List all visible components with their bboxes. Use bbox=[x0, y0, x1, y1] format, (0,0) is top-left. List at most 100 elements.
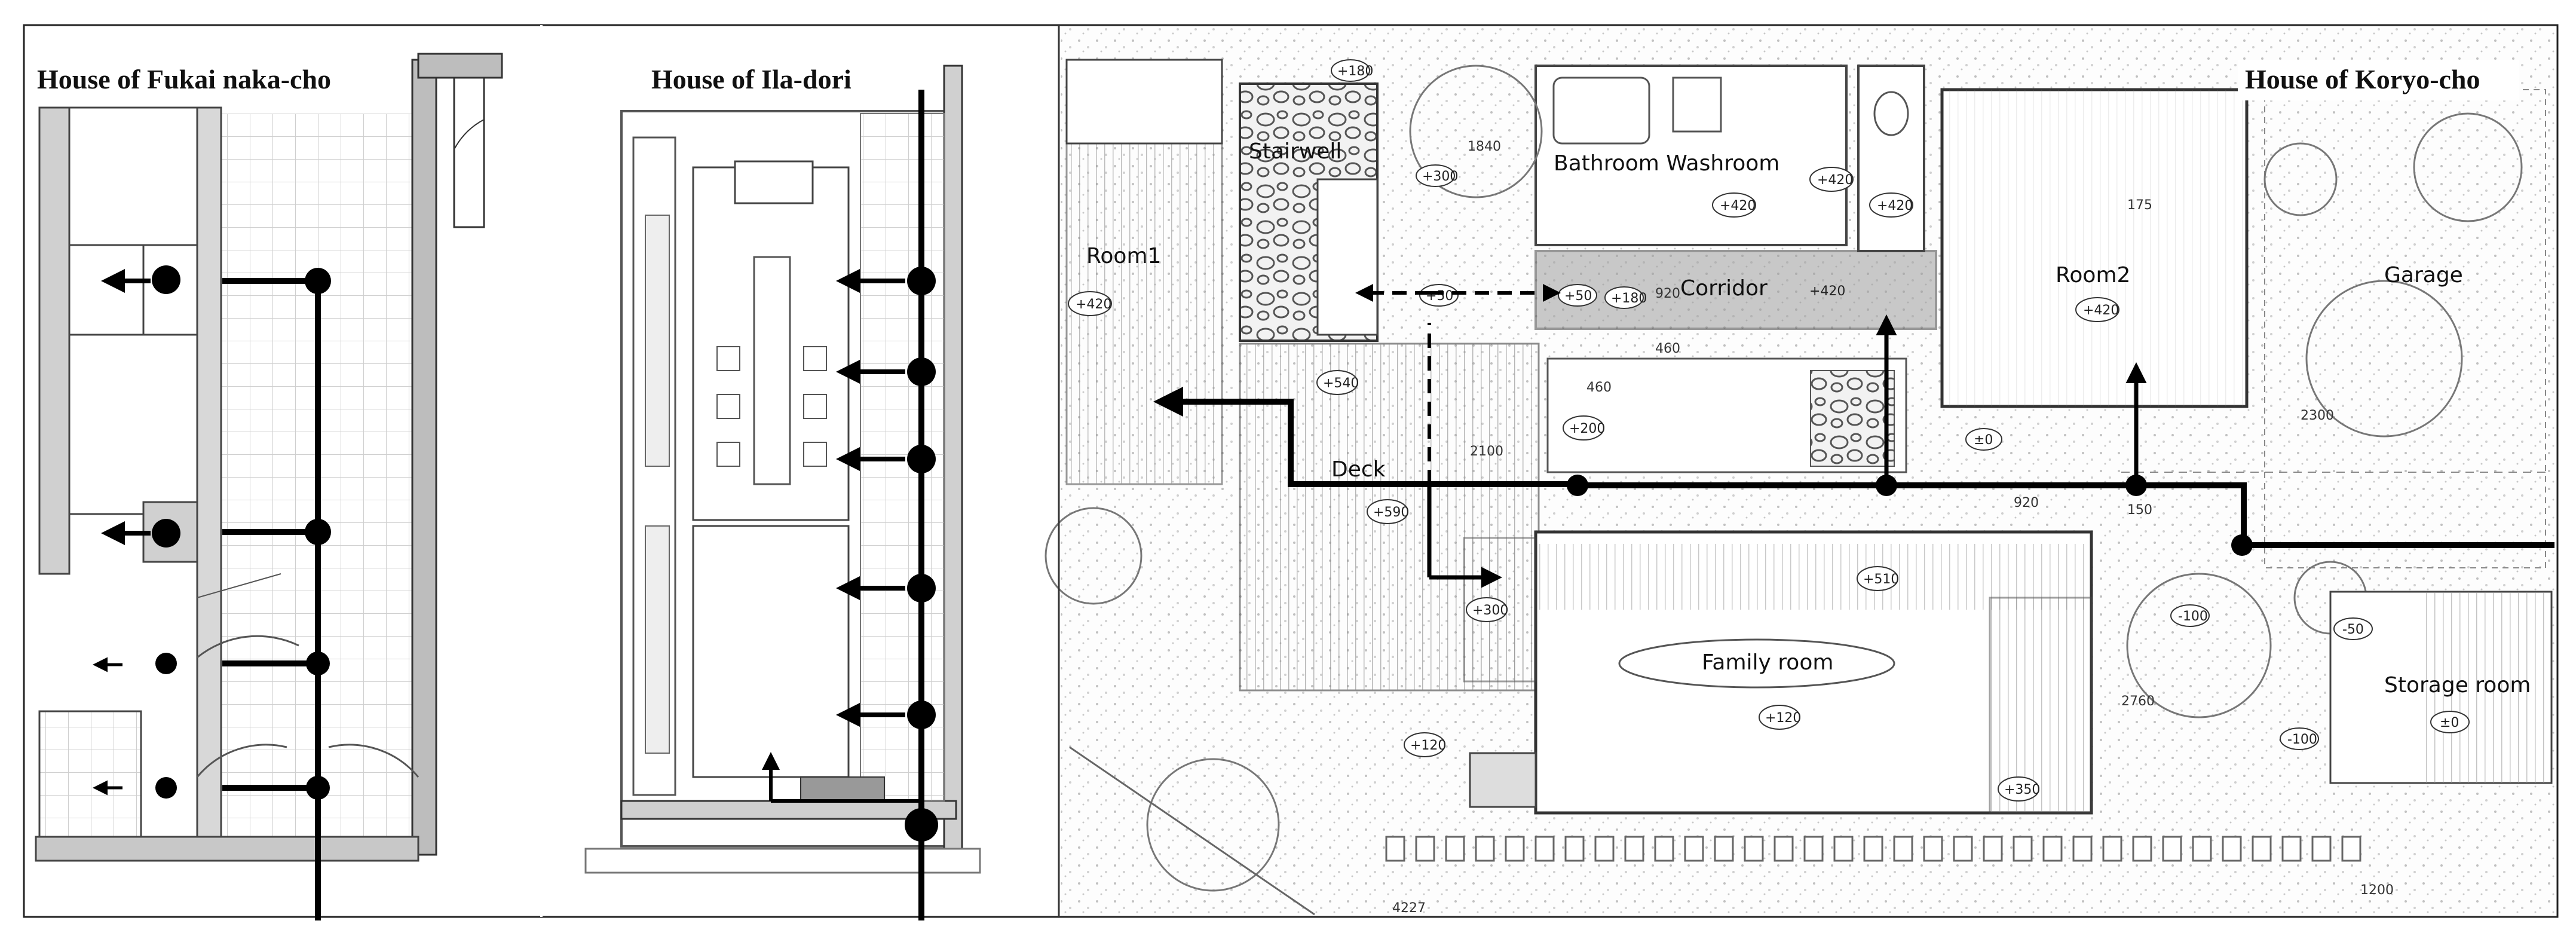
stair-flight bbox=[1316, 178, 1379, 336]
elevation-marker bbox=[2430, 711, 2470, 733]
kitchen-unit bbox=[1469, 752, 1537, 808]
elevation-marker bbox=[1857, 566, 1898, 591]
chair bbox=[716, 442, 740, 467]
chair bbox=[803, 346, 827, 371]
elevation-text: -50 bbox=[2342, 622, 2364, 637]
elevation-text: +300 bbox=[1472, 603, 1508, 618]
room-label-family-room: Family room bbox=[1702, 650, 1833, 675]
elevation-text: +120 bbox=[1765, 711, 1801, 726]
elevation-text: +420 bbox=[1720, 198, 1756, 213]
room-b bbox=[68, 334, 198, 515]
chair bbox=[716, 394, 740, 419]
elevation-text: +420 bbox=[1809, 284, 1845, 299]
room-label-bathroom-washroom: Bathroom Washroom bbox=[1554, 151, 1779, 176]
node-icon bbox=[1567, 475, 1588, 496]
chair bbox=[803, 394, 827, 419]
circulation-diagram bbox=[1153, 284, 2554, 588]
elevation-marker bbox=[2280, 727, 2319, 750]
dimension-text: 4227 bbox=[1392, 901, 1426, 916]
elevation-marker bbox=[1419, 284, 1459, 307]
washbasin bbox=[1672, 77, 1722, 133]
node-icon bbox=[152, 519, 180, 548]
elevation-text: +510 bbox=[1863, 572, 1899, 587]
genkan-tiles bbox=[38, 710, 142, 850]
room1-closet bbox=[1065, 59, 1223, 145]
tree-circle bbox=[1146, 758, 1280, 892]
room2-tatami bbox=[1942, 90, 2247, 406]
door-leaf bbox=[197, 573, 281, 598]
bottom-wall bbox=[620, 800, 957, 820]
panel-3-title-bg bbox=[2238, 60, 2519, 100]
elevation-text: +420 bbox=[1877, 198, 1913, 213]
node-icon bbox=[155, 777, 177, 799]
toilet-fixture bbox=[1873, 91, 1909, 136]
chair bbox=[803, 442, 827, 467]
elevation-marker bbox=[1466, 597, 1508, 622]
panel-2-title-bg bbox=[645, 60, 884, 100]
toilet-room bbox=[1857, 65, 1925, 252]
elevation-text: +50 bbox=[1564, 289, 1592, 304]
door-swing-a bbox=[196, 744, 287, 778]
dimension-labels: 920 460 460 2100 2300 2760 1200 920 175 … bbox=[1392, 139, 2394, 916]
dimension-text: 1840 bbox=[1468, 139, 1501, 154]
elevation-text: +540 bbox=[1323, 376, 1359, 391]
panel-title: House of Koryo-cho bbox=[2245, 64, 2480, 94]
circulation-diagram bbox=[762, 90, 938, 920]
elevation-marker bbox=[2075, 297, 2119, 322]
top-right-wall bbox=[417, 53, 503, 79]
elevation-marker bbox=[1965, 428, 2002, 451]
elevation-text: +180 bbox=[1337, 64, 1373, 79]
panel-title: House of Ila-dori bbox=[651, 64, 851, 94]
elevation-marker bbox=[1712, 192, 1756, 218]
node-icon bbox=[306, 652, 330, 675]
room-label-corridor: Corridor bbox=[1680, 276, 1768, 301]
right-boundary-wall bbox=[943, 65, 963, 874]
room-label-garage: Garage bbox=[2384, 263, 2463, 288]
node-icon bbox=[1876, 475, 1897, 496]
right-wall bbox=[411, 59, 437, 856]
room-a-step bbox=[142, 244, 198, 336]
dimension-text: 920 bbox=[1655, 286, 1680, 301]
elevation-text: +350 bbox=[2004, 782, 2040, 797]
dimension-text: 2760 bbox=[2121, 694, 2155, 709]
dimension-text: 1200 bbox=[2360, 883, 2394, 898]
left-wall bbox=[38, 106, 71, 575]
dimension-text: 175 bbox=[2127, 198, 2152, 213]
tree-circle bbox=[2126, 573, 2272, 718]
bathroom-washroom bbox=[1534, 65, 1848, 246]
circulation-diagram bbox=[93, 265, 331, 920]
dimension-text: 460 bbox=[1655, 341, 1680, 356]
room-a bbox=[68, 106, 198, 246]
room-label-room1: Room1 bbox=[1086, 244, 1161, 268]
elevation-text: +180 bbox=[1611, 291, 1647, 306]
node-icon bbox=[152, 265, 180, 294]
panel-koryo-cho: Stairwell Bathroom Washroom Room1 Corrid… bbox=[1045, 27, 2554, 916]
panel-title: House of Fukai naka-cho bbox=[37, 64, 331, 94]
dimension-text: 2100 bbox=[1470, 444, 1503, 459]
dimension-text: 2300 bbox=[2301, 408, 2334, 423]
elevation-text: +420 bbox=[1076, 297, 1111, 312]
site-edge bbox=[584, 848, 981, 874]
elevation-marker bbox=[1563, 415, 1604, 441]
node-icon bbox=[907, 574, 936, 602]
elevation-text: +300 bbox=[1422, 169, 1458, 184]
node-icon bbox=[305, 519, 331, 545]
elevation-marker bbox=[2333, 617, 2373, 640]
node-icon bbox=[907, 267, 936, 295]
stair-b bbox=[645, 525, 670, 754]
elevation-marker bbox=[1404, 732, 1445, 757]
elevation-marker bbox=[1809, 167, 1854, 192]
elevation-text: ±0 bbox=[1974, 433, 1993, 448]
stepping-stones bbox=[1385, 836, 2361, 862]
room-label-stairwell: Stairwell bbox=[1249, 139, 1341, 164]
family-room-stair bbox=[1989, 597, 2093, 814]
node-icon bbox=[2231, 534, 2253, 556]
elevation-marker bbox=[1759, 705, 1800, 730]
dimension-text: 150 bbox=[2127, 503, 2152, 518]
bathtub bbox=[1552, 77, 1650, 145]
property-line bbox=[1069, 746, 1315, 916]
dimension-text: 460 bbox=[1586, 380, 1612, 395]
stone-garden bbox=[1810, 370, 1895, 467]
node-icon bbox=[2125, 475, 2147, 496]
